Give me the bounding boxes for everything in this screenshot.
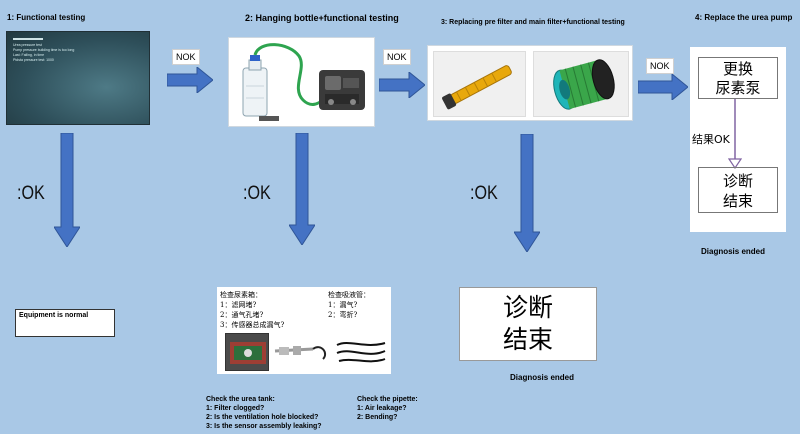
main-filter-photo: [533, 51, 629, 117]
screen-line: Urea pressure test: [13, 43, 42, 47]
check-pipe-text: Check the pipette: 1: Air leakage? 2: Be…: [357, 395, 418, 422]
check-tank-item: 3: Is the sensor assembly leaking?: [206, 423, 322, 430]
diag-end-line-2: 结束: [722, 192, 753, 210]
urea-bottle-icon: [242, 43, 365, 121]
diag-end-large-line-1: 诊断: [502, 293, 553, 322]
step-2-title: 2: Hanging bottle+functional testing: [245, 13, 399, 23]
pump-icon: [319, 70, 365, 110]
down-arrow-icon: [728, 99, 742, 169]
right-arrow-icon: [638, 74, 688, 100]
diagnosis-end-box-small: 诊断 结束: [698, 167, 778, 213]
diagnosis-ended-label-2: Diagnosis ended: [510, 373, 575, 382]
replace-pump-line-2: 尿素泵: [715, 79, 761, 97]
tank-check-cn-item: 2：通气孔堵?: [220, 311, 264, 319]
hanging-bottle-photo: [228, 37, 375, 127]
filter-icon: [442, 65, 512, 110]
diag-end-line-1: 诊断: [722, 172, 753, 190]
tank-check-cn-item: 1：滤网堵?: [220, 301, 257, 309]
equipment-normal-box: Equipment is normal: [15, 309, 115, 337]
check-tank-item: 2: Is the ventilation hole blocked?: [206, 414, 319, 421]
urea-tank-photo: [225, 333, 269, 371]
diagnostic-screen-photo: Urea pressure test Pump pressure buildin…: [6, 31, 150, 125]
step-4-panel: 更换 尿素泵 结果OK 诊断 结束: [690, 47, 786, 232]
inspection-panel: 检查尿素箱： 1：滤网堵? 2：通气孔堵? 3：传感器总成漏气? 检查吸液管： …: [217, 287, 391, 374]
pipe-check-cn: 检查吸液管： 1：漏气? 2：弯折?: [328, 290, 370, 320]
right-arrow-icon: [167, 67, 213, 93]
screen-line: Pump pressure building time is too long: [13, 48, 75, 52]
check-tank-item: 1: Filter clogged?: [206, 405, 265, 412]
diagnosis-ended-label-1: Diagnosis ended: [701, 247, 766, 256]
check-pipe-item: 2: Bending?: [357, 414, 398, 421]
nok-label-2: NOK: [383, 49, 411, 65]
tank-check-cn-item: 3：传感器总成漏气?: [220, 321, 285, 329]
down-arrow-icon: [289, 133, 315, 245]
diagnosis-end-box-large: 诊断 结束: [459, 287, 597, 361]
nok-label-1: NOK: [172, 49, 200, 65]
replace-pump-line-1: 更换: [722, 60, 753, 78]
check-pipe-item: 1: Air leakage?: [357, 405, 407, 412]
pipe-check-cn-title: 检查吸液管：: [328, 291, 370, 299]
screen-text-block: Urea pressure test Pump pressure buildin…: [13, 38, 133, 63]
pipe-check-cn-item: 1：漏气?: [328, 301, 358, 309]
pipette-icon: [336, 342, 386, 363]
pipe-check-cn-item: 2：弯折?: [328, 311, 358, 319]
sensor-assembly-icon: [274, 346, 327, 360]
check-tank-title: Check the urea tank:: [206, 396, 275, 403]
right-arrow-icon: [379, 72, 425, 98]
ok-label-1: :OK: [17, 183, 45, 204]
check-tank-text: Check the urea tank: 1: Filter clogged? …: [206, 395, 322, 431]
ok-label-3: :OK: [470, 183, 498, 204]
step-3-title: 3: Replacing pre filter and main filter+…: [441, 19, 625, 26]
result-ok-label: 结果OK: [692, 133, 730, 146]
step-1-title: 1: Functional testing: [7, 13, 86, 22]
tank-check-cn: 检查尿素箱： 1：滤网堵? 2：通气孔堵? 3：传感器总成漏气?: [220, 290, 284, 330]
down-arrow-icon: [54, 133, 80, 247]
tank-check-cn-title: 检查尿素箱：: [220, 291, 262, 299]
diag-end-large-line-2: 结束: [502, 325, 553, 354]
filter-icon: [553, 59, 615, 110]
nok-label-3: NOK: [646, 58, 674, 74]
ok-label-2: :OK: [243, 183, 271, 204]
check-pipe-title: Check the pipette:: [357, 396, 418, 403]
replace-pump-box: 更换 尿素泵: [698, 57, 778, 99]
down-arrow-icon: [514, 134, 540, 252]
screen-line: Ptdsta pressure test: 1000: [13, 58, 54, 62]
pre-filter-photo: [433, 51, 526, 117]
filters-photo: [427, 45, 633, 121]
step-4-title: 4: Replace the urea pump: [695, 13, 793, 22]
screen-line: Last: Failing, in time: [13, 53, 45, 57]
